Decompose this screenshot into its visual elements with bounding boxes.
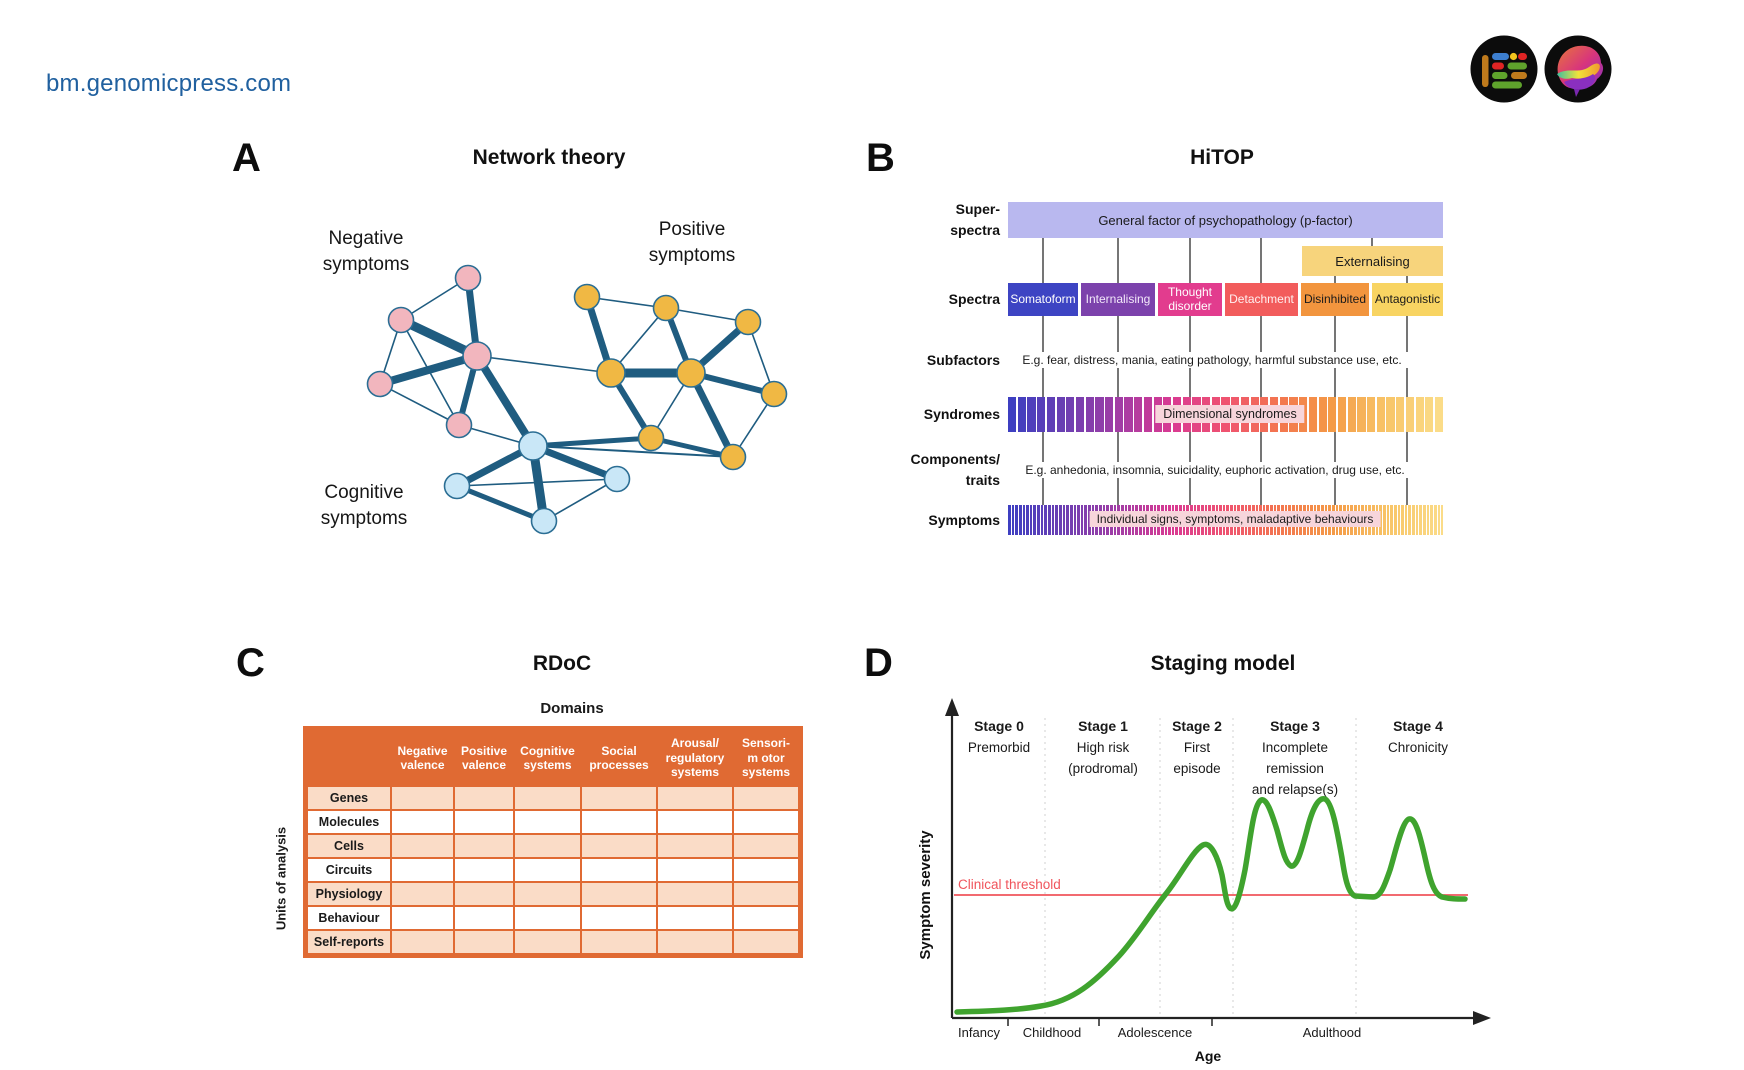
- hitop-row-label-subfactors: Subfactors: [926, 352, 1000, 368]
- cluster-label-positive: Positive symptoms: [648, 219, 736, 266]
- panel-d-title: Staging model: [1150, 652, 1296, 675]
- stage-2-label: Stage 2 First episode: [1172, 716, 1222, 780]
- stage-name: Stage 4: [1393, 718, 1443, 734]
- age-label-adulthood: Adulthood: [1303, 1025, 1362, 1040]
- panel-b-letter: B: [866, 136, 895, 180]
- panel-c-title: RDoC: [532, 652, 592, 675]
- rdoc-table: Negative valence Positive valence Cognit…: [303, 726, 803, 958]
- components-examples-text: E.g. anhedonia, insomnia, suicidality, e…: [1017, 462, 1413, 478]
- panel-a-title: Network theory: [472, 146, 626, 169]
- externalising-box: Externalising: [1302, 246, 1443, 276]
- p-factor-bar: General factor of psychopathology (p-fac…: [1008, 202, 1443, 238]
- age-label-adolescence: Adolescence: [1118, 1025, 1192, 1040]
- age-label-childhood: Childhood: [1023, 1025, 1082, 1040]
- site-url-link[interactable]: bm.genomicpress.com: [46, 70, 292, 97]
- brain-logo-icon[interactable]: [1544, 35, 1612, 103]
- rdoc-row-label: Behaviour: [306, 905, 392, 931]
- network-nodes: [366, 264, 788, 535]
- stage-0-label: Stage 0 Premorbid: [968, 716, 1030, 759]
- stage-desc: Premorbid: [967, 739, 1031, 755]
- axes: [945, 698, 1491, 1026]
- network-edges: [376, 274, 777, 526]
- rdoc-row-label: Circuits: [306, 857, 392, 883]
- brand-logos[interactable]: [1468, 33, 1614, 105]
- stage-3-label: Stage 3 Incomplete remission and relapse(…: [1252, 716, 1338, 800]
- spectra-box-internalising: Internalising: [1081, 283, 1155, 316]
- rdoc-col-negative-valence: Negative valence: [390, 729, 455, 787]
- x-axis-title: Age: [1195, 1048, 1222, 1064]
- stage-name: Stage 2: [1172, 718, 1222, 734]
- stage-desc: High risk (prodromal): [1068, 739, 1138, 776]
- stage-name: Stage 0: [974, 718, 1024, 734]
- stage-name: Stage 1: [1078, 718, 1128, 734]
- rdoc-col-arousal-regulatory: Arousal/ regulatory systems: [656, 729, 734, 787]
- age-label-infancy: Infancy: [958, 1025, 1000, 1040]
- rdoc-row-molecules: Molecules: [306, 809, 800, 835]
- stage-dividers: [1044, 718, 1357, 1016]
- rdoc-col-social-processes: Social processes: [580, 729, 658, 787]
- staging-chart: Clinical threshold Infancy Childhood Ado…: [917, 698, 1491, 1064]
- hitop-row-label-spectra: Spectra: [948, 291, 1000, 307]
- rdoc-domains-label: Domains: [540, 700, 604, 717]
- spectra-box-thought-disorder: Thought disorder: [1158, 283, 1222, 316]
- stage-name: Stage 3: [1270, 718, 1320, 734]
- rdoc-row-label: Physiology: [306, 881, 392, 907]
- rdoc-row-genes: Genes: [306, 785, 800, 811]
- stage-4-label: Stage 4 Chronicity: [1388, 716, 1448, 759]
- rdoc-corner-cell: [306, 729, 392, 787]
- rdoc-col-sensorimotor: Sensori- m otor systems: [732, 729, 800, 787]
- symptom-severity-curve: [954, 796, 1468, 1015]
- hitop-row-label-components: Components/ traits: [910, 451, 1000, 488]
- cluster-label-negative: Negative symptoms: [322, 228, 410, 275]
- rdoc-header-row: Negative valence Positive valence Cognit…: [306, 729, 800, 787]
- stage-1-label: Stage 1 High risk (prodromal): [1068, 716, 1138, 780]
- rdoc-row-circuits: Circuits: [306, 857, 800, 883]
- hitop-row-label-syndromes: Syndromes: [923, 406, 1000, 422]
- panel-d-letter: D: [864, 641, 893, 685]
- subfactors-examples-text: E.g. fear, distress, mania, eating patho…: [1014, 352, 1410, 368]
- stage-desc: Incomplete remission and relapse(s): [1251, 739, 1339, 797]
- y-axis-title: Symptom severity: [917, 830, 934, 960]
- panel-b-title: HiTOP: [1190, 146, 1254, 169]
- rdoc-col-cognitive-systems: Cognitive systems: [513, 729, 582, 787]
- rdoc-row-behaviour: Behaviour: [306, 905, 800, 931]
- spectra-box-somatoform: Somatoform: [1008, 283, 1078, 316]
- stage-desc: Chronicity: [1387, 739, 1449, 755]
- panel-a-letter: A: [232, 136, 261, 180]
- stage-desc: First episode: [1173, 739, 1221, 776]
- syndromes-bar-label: Dimensional syndromes: [1155, 405, 1305, 423]
- rdoc-row-self-reports: Self-reports: [306, 929, 800, 955]
- rdoc-row-cells: Cells: [306, 833, 800, 859]
- rdoc-row-label: Self-reports: [306, 929, 392, 955]
- symptoms-bar-label: Individual signs, symptoms, maladaptive …: [1089, 511, 1381, 527]
- hitop-row-label-symptoms: Symptoms: [928, 512, 1000, 528]
- panel-c-letter: C: [236, 641, 265, 685]
- rdoc-row-physiology: Physiology: [306, 881, 800, 907]
- spectra-box-detachment: Detachment: [1225, 283, 1298, 316]
- rdoc-row-label: Cells: [306, 833, 392, 859]
- genomic-press-logo-icon[interactable]: [1470, 35, 1538, 103]
- rdoc-col-positive-valence: Positive valence: [453, 729, 515, 787]
- spectra-box-disinhibited: Disinhibited: [1301, 283, 1369, 316]
- spectra-box-antagonistic: Antagonistic: [1372, 283, 1443, 316]
- clinical-threshold-label: Clinical threshold: [958, 877, 1061, 892]
- rdoc-units-label: Units of analysis: [273, 826, 289, 931]
- rdoc-row-label: Molecules: [306, 809, 392, 835]
- cluster-label-cognitive: Cognitive symptoms: [320, 482, 408, 529]
- rdoc-row-label: Genes: [306, 785, 392, 811]
- symptom-network-diagram: [366, 264, 788, 535]
- hitop-row-label-superspectra: Super- spectra: [950, 201, 1000, 238]
